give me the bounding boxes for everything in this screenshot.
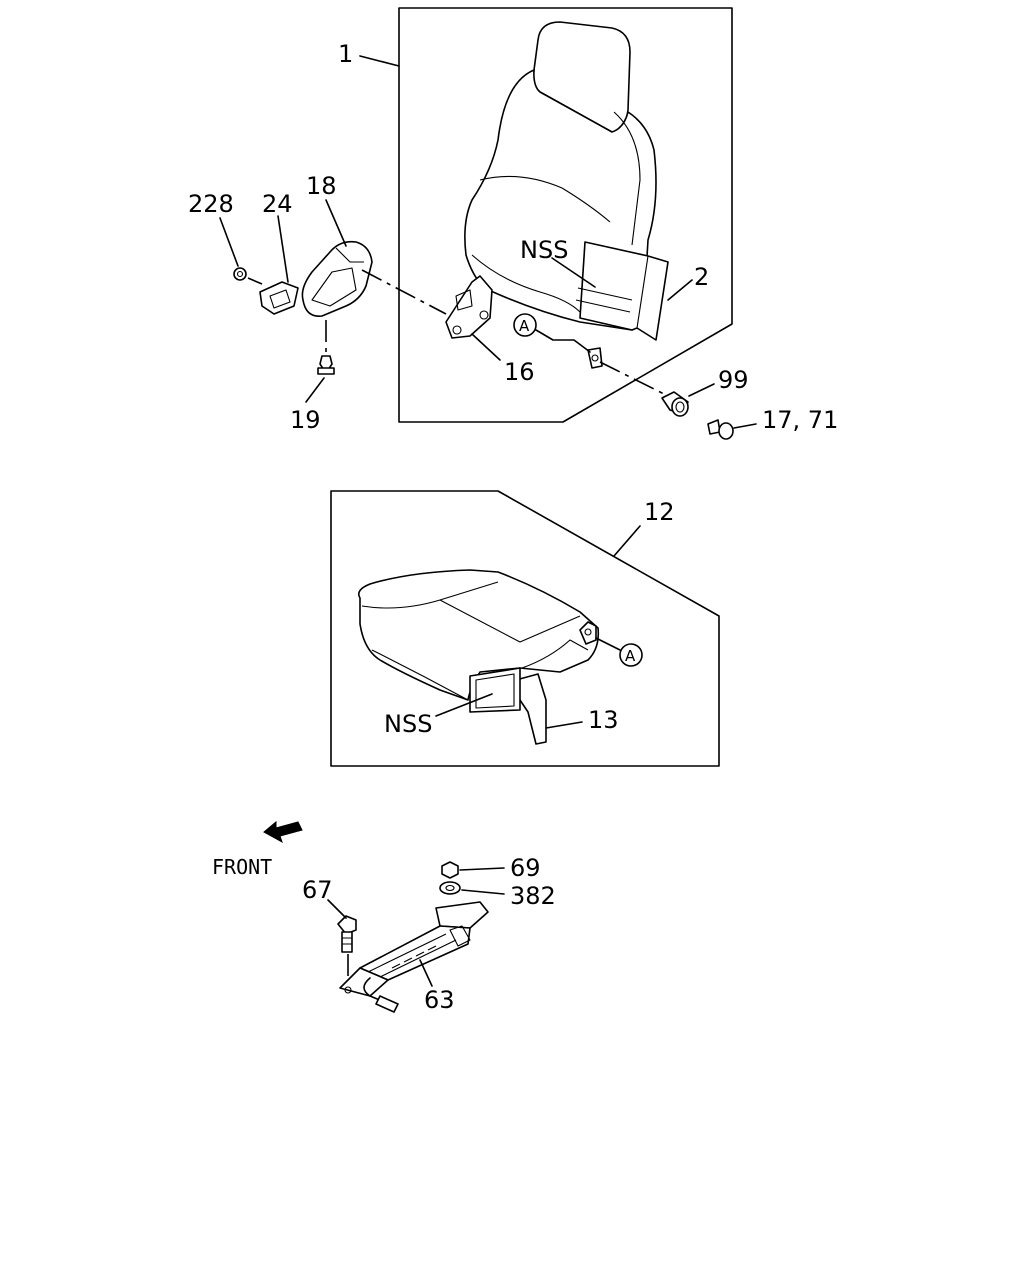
seatback-assembly xyxy=(445,21,669,369)
cushion-frame-box xyxy=(330,490,720,767)
front-direction-indicator: FRONT xyxy=(212,820,303,879)
bolt-17-71: 17, 71 xyxy=(707,406,838,440)
label-part-2: 2 xyxy=(694,263,709,291)
label-part-16: 16 xyxy=(504,358,535,386)
washer-382: 382 xyxy=(439,881,556,910)
label-ref-a-top: A xyxy=(519,317,530,335)
label-part-228: 228 xyxy=(188,190,234,218)
label-ref-a-bottom: A xyxy=(625,647,636,665)
label-part-19: 19 xyxy=(290,406,321,434)
front-arrow-icon xyxy=(263,820,303,844)
label-part-24: 24 xyxy=(262,190,293,218)
bolt-67: 67 xyxy=(302,876,357,982)
screw-19: 19 xyxy=(290,355,335,434)
leader-1: 1 xyxy=(338,40,400,68)
cap-228: 228 xyxy=(188,190,263,285)
label-part-13: 13 xyxy=(588,706,619,734)
seatback-frame-box xyxy=(398,7,733,423)
leader-12: 12 xyxy=(613,498,675,557)
label-part-69: 69 xyxy=(510,854,541,882)
label-nss-bottom: NSS xyxy=(384,710,432,738)
label-part-18: 18 xyxy=(306,172,337,200)
nut-69: 69 xyxy=(441,854,541,882)
label-nss-top: NSS xyxy=(520,236,568,264)
reference-a-top: A xyxy=(513,313,591,353)
leader-13: 13 xyxy=(545,706,619,734)
leader-16: 16 xyxy=(471,333,535,386)
reference-a-bottom: A xyxy=(595,637,643,667)
seat-cushion-assembly xyxy=(357,569,600,745)
label-front: FRONT xyxy=(212,855,272,879)
label-part-67: 67 xyxy=(302,876,333,904)
label-part-17-71: 17, 71 xyxy=(762,406,838,434)
label-part-63: 63 xyxy=(424,986,455,1014)
knob-24: 24 xyxy=(259,190,299,315)
leader-nss-bottom: NSS xyxy=(384,693,493,738)
seat-adjuster-63: 63 xyxy=(339,901,489,1014)
bushing-99: 99 xyxy=(599,361,749,417)
leader-nss-top: NSS xyxy=(520,236,596,288)
recliner-cover-18: 18 xyxy=(301,172,447,352)
label-part-99: 99 xyxy=(718,366,749,394)
label-part-1: 1 xyxy=(338,40,353,68)
label-part-382: 382 xyxy=(510,882,556,910)
leader-2: 2 xyxy=(667,263,709,301)
label-part-12: 12 xyxy=(644,498,675,526)
